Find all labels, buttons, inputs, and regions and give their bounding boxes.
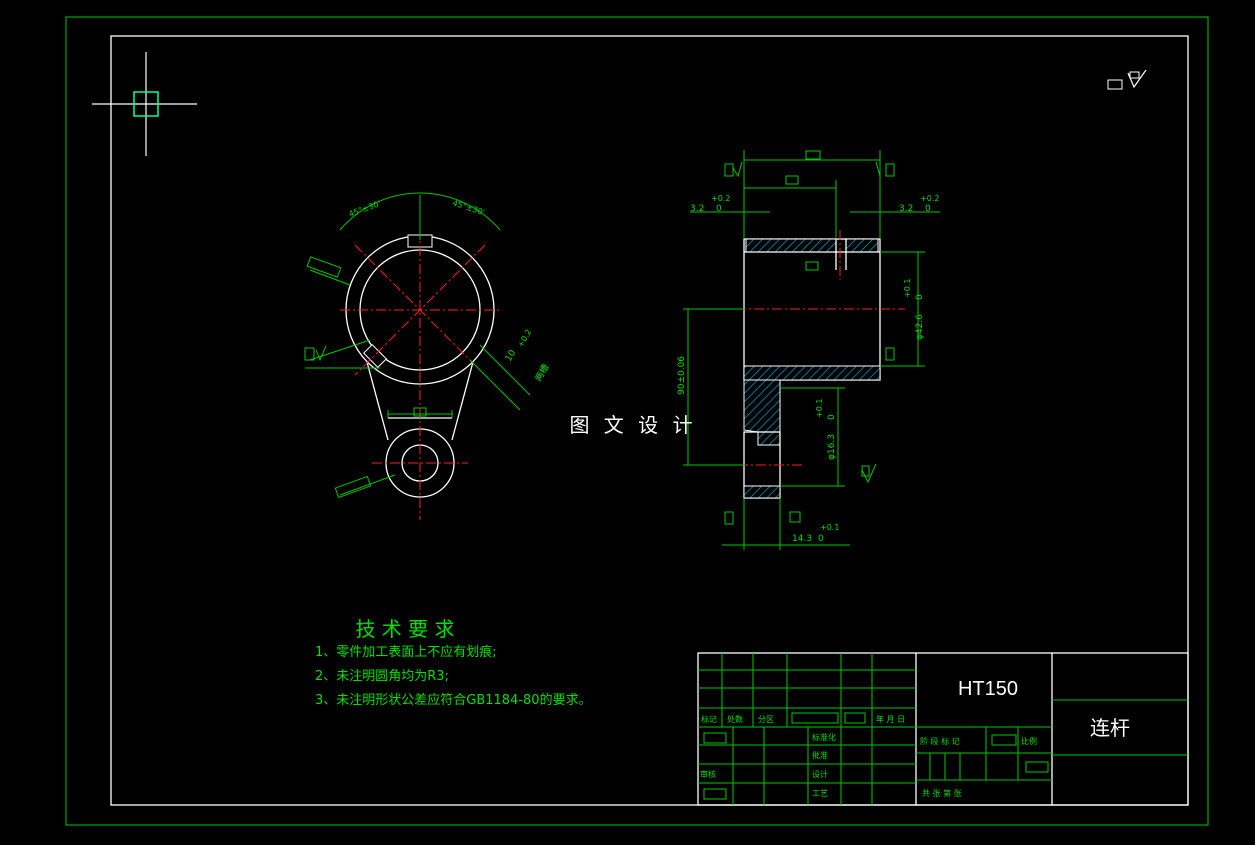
angle-right-label: 45°±30' [451, 198, 485, 217]
dia-small-base: 0 [827, 414, 837, 420]
dia-big-base: 0 [915, 294, 925, 300]
left-dim-label: 3.2 [690, 204, 704, 214]
col-label-review: 审核 [700, 769, 716, 779]
crosshair-cursor-icon [92, 52, 197, 156]
width-bottom-tol: +0.1 [820, 523, 839, 532]
tech-req-title: 技 术 要 求 [355, 617, 454, 641]
dia-small-tol: +0.1 [815, 399, 824, 418]
part-name-label: 连杆 [1090, 716, 1130, 740]
watermark: 图 文 设 计 [569, 413, 696, 437]
roughness-left-view-icon [304, 345, 327, 362]
col-label-approve: 批准 [812, 750, 828, 760]
left-dim-base: 0 [716, 204, 722, 214]
right-dim-label: 3.2 [899, 204, 913, 214]
col-label-standard: 标准化 [812, 732, 836, 742]
tech-req-item-3: 3、未注明形状公差应符合GB1184-80的要求。 [315, 692, 592, 708]
slot-note-label: 两槽 [532, 362, 551, 384]
material-label: HT150 [958, 678, 1018, 700]
inner-frame [110, 35, 1189, 806]
roughness-symbol-icon [1107, 69, 1147, 90]
width-bottom-label: 14.3 [792, 534, 812, 544]
left-tol-label: +0.2 [711, 194, 730, 203]
col-label-process: 工艺 [812, 789, 828, 798]
tech-req-item-2: 2、未注明圆角均为R3; [315, 669, 449, 684]
front-view [305, 192, 531, 520]
right-tol-label: +0.2 [920, 194, 939, 203]
col-label-design: 设计 [812, 769, 828, 779]
slot-tol-label: +0.2 [516, 328, 534, 349]
tech-req-item-1: 1、零件加工表面上不应有划痕; [315, 644, 497, 660]
dia-big-tol: +0.1 [903, 279, 912, 298]
outer-frame [65, 16, 1209, 826]
row-label-mark: 标记 [701, 714, 717, 724]
slot-dim-label: 10 [504, 348, 519, 363]
scale-label: 比例 [1021, 736, 1037, 746]
row-label-zone: 分区 [758, 715, 774, 724]
width-bottom-base: 0 [818, 534, 824, 544]
angle-left-label: 45°±30' [348, 199, 382, 219]
stage-label: 阶 段 标 记 [920, 736, 960, 746]
title-block [697, 652, 1189, 806]
center-dist-label: 90±0.06 [677, 356, 687, 395]
right-dim-base: 0 [925, 204, 931, 214]
sheets-label: 共 张 第 张 [922, 788, 962, 798]
dia-big-label: φ42.6 [915, 314, 925, 340]
row-label-date: 年 月 日 [876, 714, 905, 724]
section-view [683, 150, 940, 550]
dia-small-label: φ16.3 [827, 434, 837, 460]
row-label-count: 处数 [727, 714, 743, 724]
